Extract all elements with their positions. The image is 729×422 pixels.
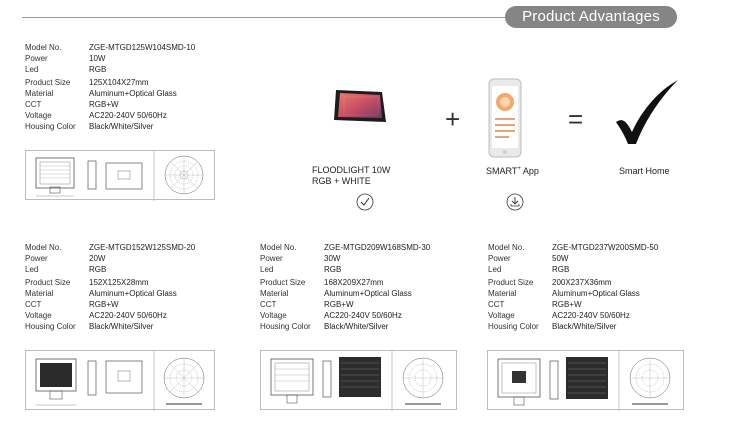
- spec-label-material: Material: [488, 289, 517, 298]
- spec-model: ZGE-MTGD152W125SMD-20: [89, 243, 196, 252]
- spec-model: ZGE-MTGD209W168SMD-30: [324, 243, 431, 252]
- spec-label-model: Model No.: [488, 243, 525, 252]
- spec-label-voltage: Voltage: [25, 311, 52, 320]
- spec-label-power: Power: [25, 254, 48, 263]
- spec-label-material: Material: [25, 289, 54, 298]
- spec-model: ZGE-MTGD125W104SMD-10: [89, 43, 196, 52]
- floodlight-subtitle: RGB + WHITE: [312, 176, 371, 186]
- spec-label-model: Model No.: [25, 243, 62, 252]
- spec-voltage: AC220-240V 50/60Hz: [324, 311, 402, 320]
- section-title: Product Advantages: [505, 6, 677, 28]
- spec-size: 152X125X28mm: [89, 278, 149, 287]
- spec-voltage: AC220-240V 50/60Hz: [552, 311, 630, 320]
- spec-label-size: Product Size: [488, 278, 534, 287]
- spec-label-size: Product Size: [25, 78, 71, 87]
- spec-label-power: Power: [488, 254, 511, 263]
- spec-label-cct: CCT: [488, 300, 505, 309]
- spec-cct: RGB+W: [89, 100, 119, 109]
- smart-plus: +: [517, 166, 521, 172]
- spec-size: 168X209X27mm: [324, 278, 384, 287]
- spec-led: RGB: [552, 265, 570, 274]
- smart-label: SMART: [486, 166, 518, 176]
- technical-drawing-2: [25, 350, 215, 411]
- spec-power: 50W: [552, 254, 569, 263]
- checkmark-icon: [616, 80, 678, 144]
- spec-label-voltage: Voltage: [25, 111, 52, 120]
- spec-label-voltage: Voltage: [260, 311, 287, 320]
- spec-voltage: AC220-240V 50/60Hz: [89, 111, 167, 120]
- technical-drawing-3: [260, 350, 457, 411]
- spec-label-power: Power: [260, 254, 283, 263]
- spec-label-model: Model No.: [260, 243, 297, 252]
- spec-material: Aluminum+Optical Glass: [324, 289, 412, 298]
- spec-label-led: Led: [25, 65, 39, 74]
- spec-led: RGB: [89, 65, 107, 74]
- spec-housing: Black/White/Silver: [324, 322, 389, 331]
- spec-housing: Black/White/Silver: [89, 322, 154, 331]
- spec-label-cct: CCT: [260, 300, 277, 309]
- spec-label-power: Power: [25, 54, 48, 63]
- spec-led: RGB: [324, 265, 342, 274]
- spec-led: RGB: [89, 265, 107, 274]
- spec-label-material: Material: [25, 89, 54, 98]
- spec-housing: Black/White/Silver: [89, 122, 154, 131]
- technical-drawing-4: [487, 350, 684, 411]
- spec-material: Aluminum+Optical Glass: [552, 289, 640, 298]
- spec-label-led: Led: [25, 265, 39, 274]
- spec-housing: Black/White/Silver: [552, 322, 617, 331]
- spec-label-cct: CCT: [25, 300, 42, 309]
- smart-app-suffix: App: [520, 166, 539, 176]
- spec-cct: RGB+W: [552, 300, 582, 309]
- plus-sign: +: [445, 104, 461, 134]
- spec-material: Aluminum+Optical Glass: [89, 289, 177, 298]
- spec-label-housing: Housing Color: [25, 322, 76, 331]
- smart-home-caption: Smart Home: [619, 166, 670, 176]
- spec-power: 20W: [89, 254, 106, 263]
- spec-label-housing: Housing Color: [25, 122, 76, 131]
- technical-drawing-1: [25, 150, 215, 201]
- spec-material: Aluminum+Optical Glass: [89, 89, 177, 98]
- spec-label-voltage: Voltage: [488, 311, 515, 320]
- spec-cct: RGB+W: [324, 300, 354, 309]
- spec-size: 125X104X27mm: [89, 78, 149, 87]
- smartphone-image: [488, 78, 522, 158]
- check-circle-icon: [356, 193, 374, 211]
- download-circle-icon: [506, 193, 524, 211]
- spec-model: ZGE-MTGD237W200SMD-50: [552, 243, 659, 252]
- spec-voltage: AC220-240V 50/60Hz: [89, 311, 167, 320]
- spec-label-material: Material: [260, 289, 289, 298]
- spec-label-housing: Housing Color: [260, 322, 311, 331]
- smart-app-caption: SMART+ App: [486, 166, 539, 176]
- spec-label-led: Led: [488, 265, 502, 274]
- spec-label-housing: Housing Color: [488, 322, 539, 331]
- spec-power: 30W: [324, 254, 341, 263]
- spec-size: 200X237X36mm: [552, 278, 612, 287]
- spec-label-size: Product Size: [25, 278, 71, 287]
- header-rule: [22, 17, 542, 18]
- floodlight-title: FLOODLIGHT 10W: [312, 165, 391, 175]
- spec-label-size: Product Size: [260, 278, 306, 287]
- floodlight-image: [334, 90, 386, 122]
- equals-sign: =: [568, 104, 584, 134]
- floodlight-caption: FLOODLIGHT 10W RGB + WHITE: [312, 165, 390, 187]
- spec-cct: RGB+W: [89, 300, 119, 309]
- spec-power: 10W: [89, 54, 106, 63]
- spec-label-cct: CCT: [25, 100, 42, 109]
- spec-label-model: Model No.: [25, 43, 62, 52]
- spec-label-led: Led: [260, 265, 274, 274]
